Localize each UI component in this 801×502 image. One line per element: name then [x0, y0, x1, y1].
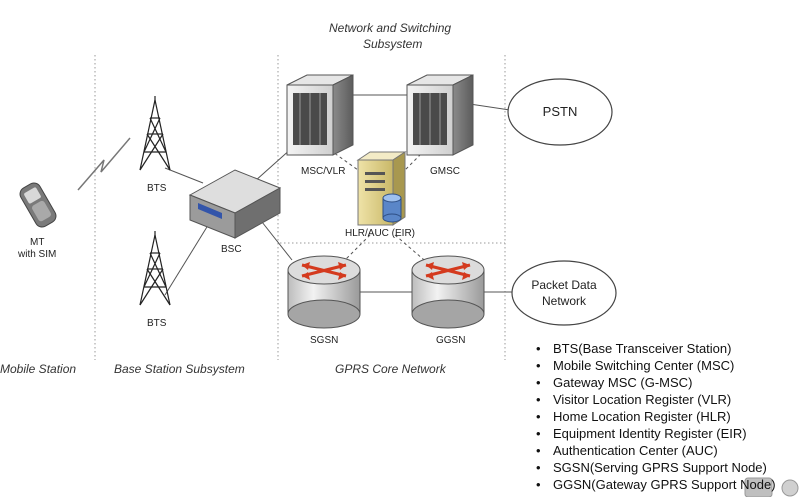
list-item: Gateway MSC (G-MSC) [536, 374, 776, 391]
abbreviation-list: BTS(Base Transceiver Station) Mobile Swi… [536, 340, 776, 493]
bsc-device-icon [188, 169, 282, 239]
list-item: Authentication Center (AUC) [536, 442, 776, 459]
sgsn-label: SGSN [310, 335, 339, 346]
nss-title-line1: Network and Switching [329, 21, 452, 35]
list-item: GGSN(Gateway GPRS Support Node) [536, 476, 776, 493]
ggsn-label: GGSN [436, 335, 466, 346]
database-icon [382, 193, 402, 223]
msc-vlr-server-icon [286, 74, 354, 156]
mt-label: MT [30, 237, 45, 248]
bts-bottom-label: BTS [147, 318, 167, 329]
gmsc-server-icon [406, 74, 474, 156]
list-item: SGSN(Serving GPRS Support Node) [536, 459, 776, 476]
bsc-label: BSC [221, 244, 242, 255]
bts-tower-top-icon [139, 96, 171, 171]
mobile-station-label: Mobile Station [0, 362, 77, 376]
msc-vlr-label: MSC/VLR [301, 166, 346, 177]
radio-link-icon [77, 137, 131, 191]
pstn-cloud [507, 78, 613, 146]
pdn-label-line2: Network [541, 294, 586, 308]
sgsn-router-icon [287, 255, 361, 329]
list-item: Home Location Register (HLR) [536, 408, 776, 425]
bts-tower-bottom-icon [139, 231, 171, 306]
ggsn-router-icon [411, 255, 485, 329]
nss-title-line2: Subsystem [363, 37, 423, 51]
bss-label: Base Station Subsystem [114, 362, 245, 376]
gmsc-label: GMSC [430, 166, 460, 177]
bts-top-label: BTS [147, 183, 167, 194]
packet-data-network-cloud [511, 260, 617, 326]
hlr-label: HLR/AUC (EIR) [345, 228, 416, 239]
list-item: Visitor Location Register (VLR) [536, 391, 776, 408]
gprs-core-label: GPRS Core Network [335, 362, 446, 376]
list-item: BTS(Base Transceiver Station) [536, 340, 776, 357]
list-item: Mobile Switching Center (MSC) [536, 357, 776, 374]
mobile-phone-icon [19, 182, 57, 228]
mt-sim-label: with SIM [18, 249, 57, 260]
list-item: Equipment Identity Register (EIR) [536, 425, 776, 442]
pdn-label-line1: Packet Data [531, 278, 597, 292]
pstn-label: PSTN [542, 104, 578, 119]
